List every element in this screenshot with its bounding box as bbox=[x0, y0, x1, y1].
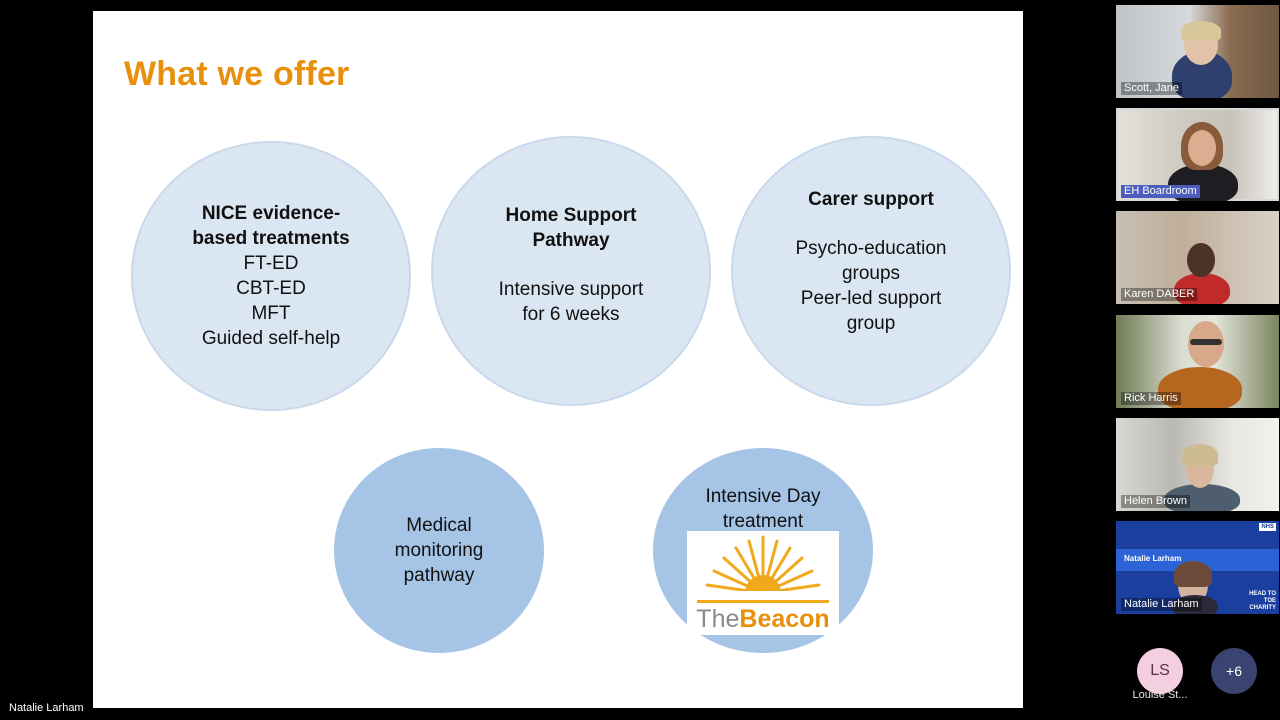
participant-name: EH Boardroom bbox=[1121, 185, 1200, 198]
presenter-banner: Natalie Larham bbox=[1116, 549, 1279, 571]
circle-item: Peer-led support group bbox=[800, 287, 942, 334]
circle-item: MFT bbox=[251, 303, 291, 324]
circle-heading: NICE evidence- based treatments bbox=[192, 203, 350, 249]
nhs-badge: NHS bbox=[1259, 523, 1276, 531]
participant-avatar-name: Louise St... bbox=[1132, 689, 1188, 701]
offer-circle-carer-support: Carer support Psycho-education groups Pe… bbox=[731, 136, 1011, 406]
participant-tile-scott-jane[interactable]: Scott, Jane bbox=[1116, 5, 1279, 98]
offer-circle-home-support: Home Support Pathway Intensive support f… bbox=[431, 136, 711, 406]
offer-circle-nice-treatments: NICE evidence- based treatments FT-ED CB… bbox=[131, 141, 411, 411]
circle-heading: Carer support bbox=[808, 188, 934, 210]
the-beacon-logo: TheBeacon bbox=[687, 531, 839, 635]
participant-name: Scott, Jane bbox=[1121, 82, 1183, 95]
participant-name: Helen Brown bbox=[1121, 495, 1190, 508]
charity-logo: HEAD TO TOE CHARITY bbox=[1249, 591, 1276, 611]
participant-tile-helen-brown[interactable]: Helen Brown bbox=[1116, 418, 1279, 511]
shared-slide: What we offer NICE evidence- based treat… bbox=[93, 11, 1023, 708]
offer-circle-medical-monitoring: Medical monitoring pathway bbox=[334, 448, 544, 653]
participant-tile-eh-boardroom[interactable]: EH Boardroom bbox=[1116, 108, 1279, 201]
slide-title: What we offer bbox=[124, 55, 350, 93]
circle-item: Intensive Day treatment bbox=[705, 486, 821, 532]
participant-name: Natalie Larham bbox=[1121, 598, 1202, 611]
circle-heading: Home Support Pathway bbox=[505, 205, 637, 251]
circle-item: Intensive support for 6 weeks bbox=[498, 279, 644, 325]
circle-item: Guided self-help bbox=[201, 328, 341, 349]
more-participants-button[interactable]: +6 bbox=[1211, 648, 1257, 694]
circle-item: Medical monitoring pathway bbox=[394, 515, 484, 586]
circle-item: FT-ED bbox=[243, 253, 299, 274]
sun-rays-icon bbox=[697, 535, 829, 609]
circle-item: CBT-ED bbox=[236, 278, 306, 299]
participant-tile-karen-daber[interactable]: Karen DABER bbox=[1116, 211, 1279, 304]
logo-word-beacon: Beacon bbox=[739, 605, 830, 633]
logo-word-the: The bbox=[696, 605, 740, 633]
active-speaker-label: Natalie Larham bbox=[9, 702, 84, 714]
participant-tile-natalie-larham[interactable]: NHS Natalie Larham HEAD TO TOE CHARITY N… bbox=[1116, 521, 1279, 614]
banner-presenter-name: Natalie Larham bbox=[1124, 554, 1182, 563]
participant-avatar-ls[interactable]: LS bbox=[1137, 648, 1183, 694]
participant-name: Rick Harris bbox=[1121, 392, 1181, 405]
participant-name: Karen DABER bbox=[1121, 288, 1198, 301]
circle-item: Psycho-education groups bbox=[795, 237, 947, 284]
participant-tile-rick-harris[interactable]: Rick Harris bbox=[1116, 315, 1279, 408]
